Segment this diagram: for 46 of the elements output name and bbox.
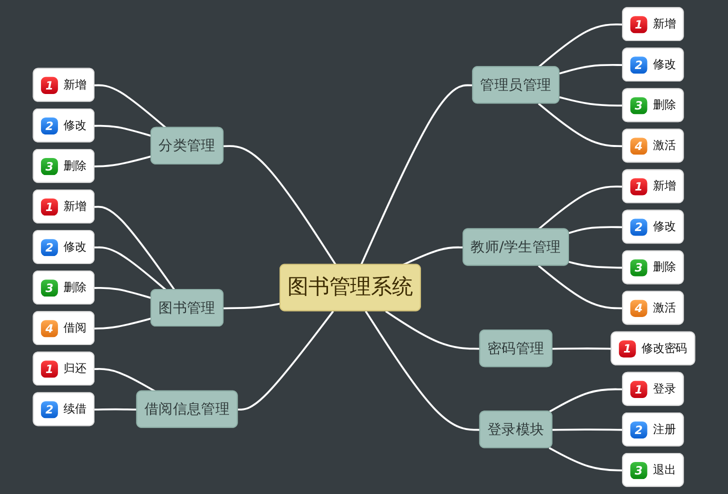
number-marker: 2 — [630, 218, 648, 236]
connector — [94, 246, 167, 291]
connector — [94, 368, 156, 392]
connector — [402, 246, 464, 266]
number-marker: 3 — [630, 259, 648, 276]
number-marker: 2 — [40, 238, 58, 256]
connector — [538, 265, 624, 310]
connector — [559, 64, 624, 74]
number-marker: 1 — [40, 198, 58, 216]
number-marker: 4 — [630, 300, 648, 317]
connector — [552, 428, 624, 431]
connector — [568, 226, 624, 234]
connector — [94, 206, 176, 291]
number-marker: 3 — [630, 462, 648, 479]
connector — [94, 84, 167, 129]
connector — [94, 286, 152, 299]
connector — [360, 84, 474, 266]
number-marker: 3 — [40, 158, 58, 175]
number-marker: 1 — [630, 380, 648, 398]
connector — [364, 310, 480, 431]
connector — [224, 302, 281, 310]
number-marker: 2 — [40, 117, 58, 134]
connector — [94, 124, 152, 137]
connector — [548, 447, 624, 472]
number-marker: 3 — [40, 279, 58, 296]
number-marker: 2 — [630, 421, 648, 438]
connector — [94, 155, 152, 168]
number-marker: 1 — [40, 76, 58, 94]
connector — [559, 96, 624, 107]
number-marker: 1 — [618, 340, 636, 358]
number-marker: 2 — [630, 56, 648, 74]
connector — [538, 24, 624, 68]
connector — [94, 318, 152, 330]
number-marker: 4 — [40, 320, 58, 337]
connector — [552, 348, 612, 350]
connector — [224, 145, 336, 266]
number-marker: 1 — [630, 178, 648, 196]
connector — [238, 310, 334, 411]
connector — [548, 388, 624, 413]
connector — [94, 408, 138, 411]
connector — [385, 310, 480, 350]
connector — [538, 102, 624, 148]
number-marker: 1 — [40, 360, 58, 378]
connector — [538, 186, 624, 230]
number-marker: 1 — [630, 16, 648, 33]
connector — [568, 260, 624, 269]
